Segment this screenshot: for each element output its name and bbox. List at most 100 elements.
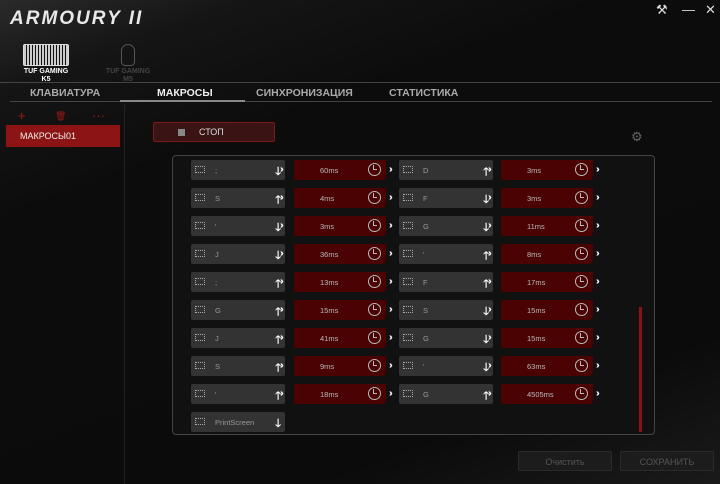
macro-events-panel: ; 🡓›› 60ms ›› D 🡑›› 3ms ›› S 🡑›› 4ms ›› … [172, 155, 655, 435]
delay-value: 9ms [320, 362, 335, 371]
key-event[interactable]: ; 🡓 [191, 160, 285, 180]
clock-icon [368, 303, 381, 316]
key-event[interactable]: G 🡑 [191, 300, 285, 320]
key-label: S [215, 362, 221, 371]
chevron-right-icon: ›› [488, 220, 491, 231]
key-event[interactable]: G 🡑 [399, 384, 493, 404]
gear-icon[interactable]: ⚙ [631, 129, 643, 144]
tab-statistics[interactable]: СТАТИСТИКА [389, 87, 459, 99]
keyboard-icon [403, 166, 413, 173]
tab-macros[interactable]: МАКРОСЫ [157, 87, 213, 99]
key-event[interactable]: PrintScreen 🡓 [191, 412, 285, 432]
key-event[interactable]: ; 🡑 [191, 272, 285, 292]
delay-event[interactable]: 15ms [294, 300, 386, 320]
mouse-icon [121, 44, 135, 66]
key-label: F [423, 278, 428, 287]
delay-value: 4ms [320, 194, 335, 203]
delay-value: 3ms [320, 222, 335, 231]
delay-event[interactable]: 9ms [294, 356, 386, 376]
keyboard-icon [403, 250, 413, 257]
key-event[interactable]: G 🡓 [399, 216, 493, 236]
delay-event[interactable]: 4505ms [501, 384, 593, 404]
clock-icon [575, 387, 588, 400]
tab-keyboard[interactable]: КЛАВИАТУРА [30, 87, 101, 99]
delay-event[interactable]: 4ms [294, 188, 386, 208]
chevron-right-icon: ›› [488, 304, 491, 315]
delay-event[interactable]: 15ms [501, 328, 593, 348]
keyboard-icon [195, 306, 205, 313]
key-event[interactable]: G 🡓 [399, 328, 493, 348]
device-tuf-m5[interactable]: TUF GAMING M5 [98, 44, 158, 84]
arrow-up-icon: 🡑 [483, 278, 489, 290]
tab-sync[interactable]: СИНХРОНИЗАЦИЯ [256, 87, 353, 99]
key-event[interactable]: ' 🡑 [191, 384, 285, 404]
chevron-right-icon: ›› [488, 192, 491, 203]
arrow-down-icon: 🡓 [275, 166, 281, 178]
chevron-right-icon: ›› [280, 220, 283, 231]
delay-event[interactable]: 8ms [501, 244, 593, 264]
delay-event[interactable]: 3ms [294, 216, 386, 236]
stop-record-button[interactable]: СТОП [153, 122, 275, 142]
key-event[interactable]: J 🡓 [191, 244, 285, 264]
delay-event[interactable]: 3ms [501, 160, 593, 180]
clock-icon [575, 331, 588, 344]
more-options-button[interactable]: ··· [92, 108, 105, 123]
macro-item[interactable]: МАКРОСЫ01 [6, 125, 120, 147]
chevron-right-icon: ›› [596, 164, 599, 175]
device-tuf-k5[interactable]: TUF GAMING K5 [16, 44, 76, 84]
delay-event[interactable]: 63ms [501, 356, 593, 376]
clock-icon [575, 359, 588, 372]
chevron-right-icon: ›› [389, 388, 392, 399]
delete-macro-button[interactable]: 🗑 [55, 111, 67, 121]
delay-event[interactable]: 60ms [294, 160, 386, 180]
keyboard-icon [403, 194, 413, 201]
arrow-up-icon: 🡑 [275, 278, 281, 290]
key-event[interactable]: ' 🡑 [399, 244, 493, 264]
key-event[interactable]: D 🡑 [399, 160, 493, 180]
delay-value: 18ms [320, 390, 339, 399]
add-macro-button[interactable]: + [18, 108, 26, 123]
key-label: S [423, 306, 429, 315]
scrollbar[interactable] [639, 307, 642, 432]
delay-event[interactable]: 15ms [501, 300, 593, 320]
delay-event[interactable]: 13ms [294, 272, 386, 292]
key-event[interactable]: S 🡓 [399, 300, 493, 320]
key-label: G [423, 222, 429, 231]
key-event[interactable]: ' 🡓 [399, 356, 493, 376]
delay-event[interactable]: 41ms [294, 328, 386, 348]
arrow-up-icon: 🡑 [275, 306, 281, 318]
arrow-up-icon: 🡑 [483, 390, 489, 402]
clear-button[interactable]: Очистить [518, 451, 612, 471]
close-button[interactable]: ✕ [705, 2, 716, 17]
chevron-right-icon: ›› [280, 192, 283, 203]
settings-wrench-icon[interactable]: ⚒ [656, 2, 668, 17]
clock-icon [575, 247, 588, 260]
key-event[interactable]: S 🡑 [191, 188, 285, 208]
key-event[interactable]: F 🡑 [399, 272, 493, 292]
delay-event[interactable]: 18ms [294, 384, 386, 404]
key-label: G [423, 334, 429, 343]
delay-event[interactable]: 36ms [294, 244, 386, 264]
save-button[interactable]: СОХРАНИТЬ [620, 451, 714, 471]
chevron-right-icon: ›› [389, 164, 392, 175]
active-tab-indicator [120, 100, 245, 102]
key-label: F [423, 194, 428, 203]
key-event[interactable]: F 🡓 [399, 188, 493, 208]
clock-icon [368, 219, 381, 232]
minimize-button[interactable]: — [682, 2, 695, 17]
key-event[interactable]: ' 🡓 [191, 216, 285, 236]
delay-event[interactable]: 3ms [501, 188, 593, 208]
delay-value: 15ms [320, 306, 339, 315]
delay-event[interactable]: 17ms [501, 272, 593, 292]
delay-event[interactable]: 11ms [501, 216, 593, 236]
arrow-up-icon: 🡑 [483, 166, 489, 178]
key-label: D [423, 166, 429, 175]
app-title: ARMOURY II [10, 8, 144, 29]
arrow-down-icon: 🡓 [275, 222, 281, 234]
key-event[interactable]: J 🡑 [191, 328, 285, 348]
chevron-right-icon: ›› [596, 220, 599, 231]
delay-value: 60ms [320, 166, 339, 175]
chevron-right-icon: ›› [488, 388, 491, 399]
chevron-right-icon: ›› [596, 304, 599, 315]
key-event[interactable]: S 🡑 [191, 356, 285, 376]
